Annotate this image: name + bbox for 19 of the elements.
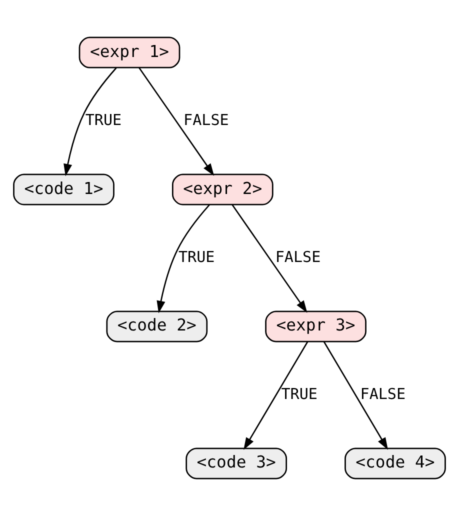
- edge-label: FALSE: [275, 248, 321, 266]
- arrow: [244, 341, 308, 450]
- edge-label: FALSE: [360, 384, 406, 403]
- node-box: <code 3>: [186, 448, 288, 480]
- node-box: <expr 1>: [78, 36, 180, 68]
- edge-label: TRUE: [281, 384, 318, 403]
- node-box: <code 2>: [106, 310, 208, 342]
- arrow: [64, 67, 117, 176]
- edge-label: FALSE: [184, 110, 229, 129]
- node-box: <expr 2>: [172, 174, 274, 206]
- node-box: <code 1>: [13, 174, 114, 206]
- node-box: <expr 3>: [265, 310, 366, 342]
- arrow: [156, 204, 210, 314]
- edge-label: TRUE: [178, 248, 215, 266]
- node-box: <code 4>: [344, 448, 446, 480]
- arrow: [232, 204, 308, 313]
- edge-label: TRUE: [85, 110, 122, 129]
- arrow: [138, 67, 214, 176]
- arrow: [323, 341, 388, 450]
